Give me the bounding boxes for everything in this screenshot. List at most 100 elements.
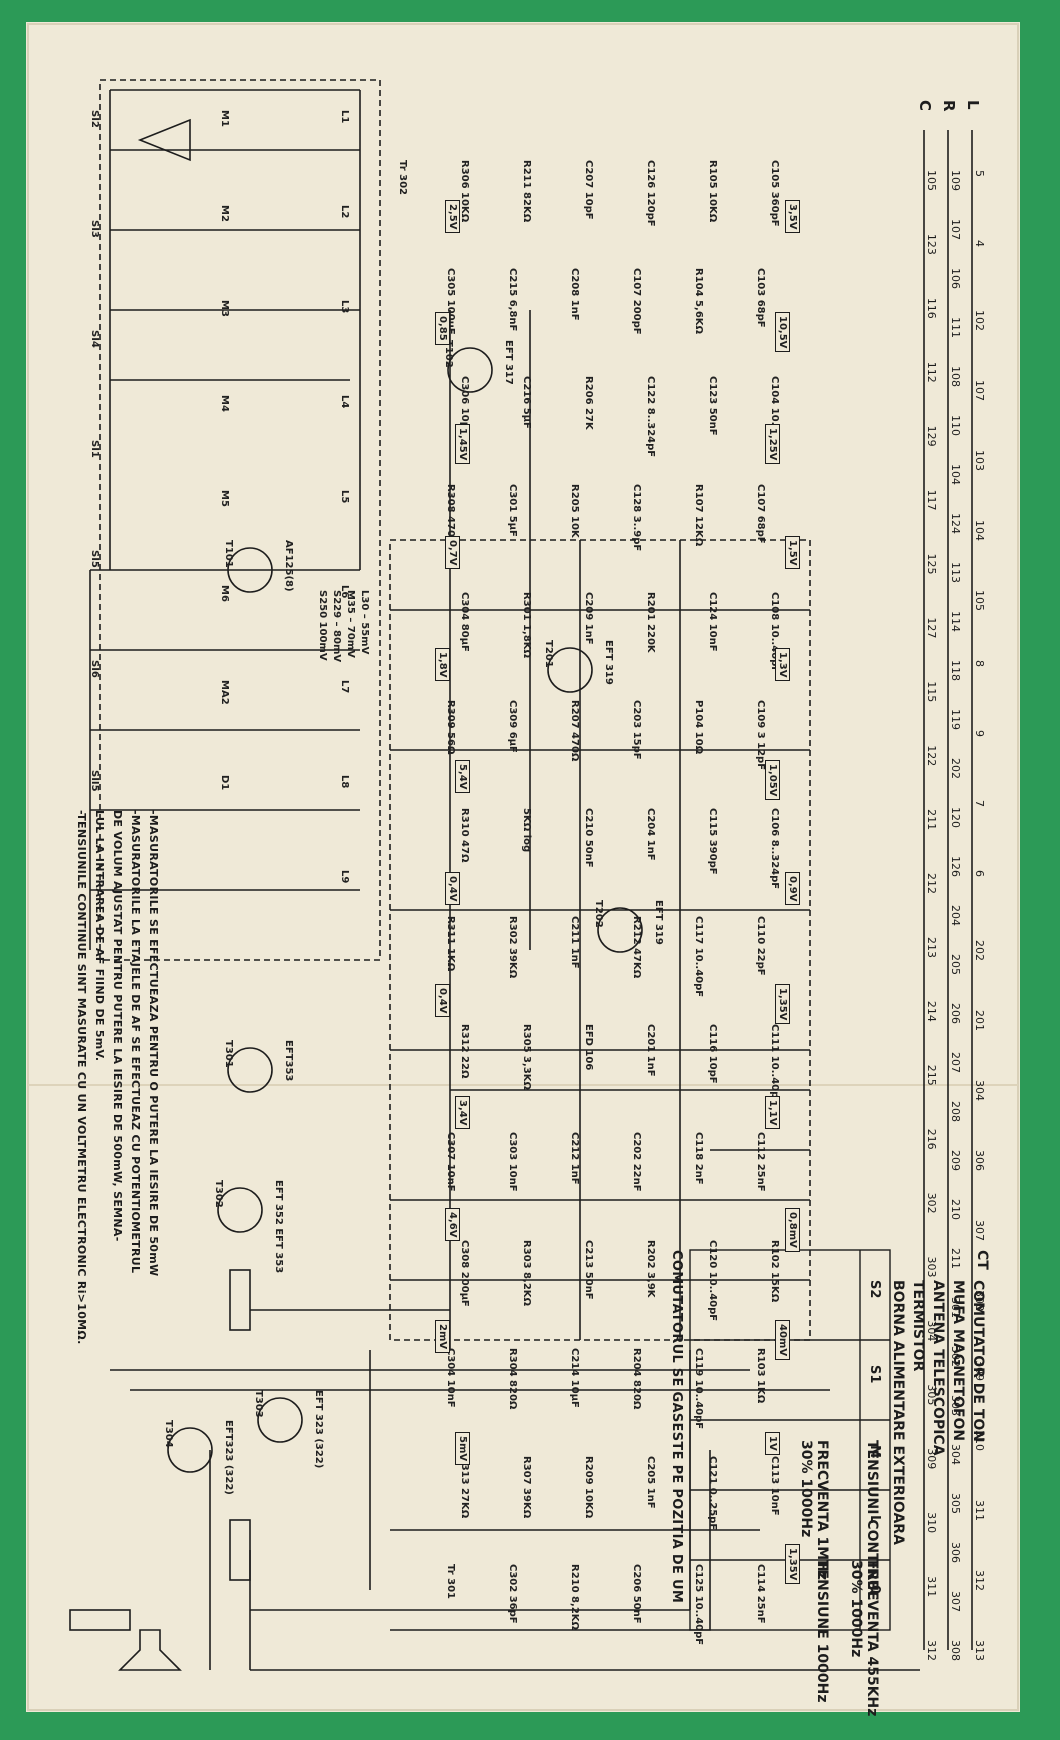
- switch-table-caption: COMUTATORUL SE GASESTE PE POZITIA DE UM: [669, 1250, 684, 1604]
- transistor-t301: [227, 1047, 273, 1093]
- component-label: C126 120pF: [645, 160, 656, 227]
- wiring: [69, 79, 973, 1671]
- rail-number: 110: [949, 415, 962, 436]
- component-label: R311 1KΩ: [445, 916, 456, 972]
- component-label: P104 10Ω: [693, 700, 704, 755]
- rail-number: 212: [925, 873, 938, 895]
- legend-af: TENSIUNE 1000Hz: [814, 1560, 830, 1703]
- component-label: C301 5µF: [507, 484, 518, 537]
- transformer-tr301: [229, 1269, 251, 1331]
- coil-label: MA2: [219, 680, 230, 705]
- component-label: R105 10KΩ: [707, 160, 718, 223]
- component-label: C124 10nF: [707, 592, 718, 652]
- rail-number: 306: [949, 1542, 962, 1563]
- rail-number: 211: [925, 809, 938, 831]
- transistor-type: AF125(8): [283, 540, 294, 592]
- rail-number: 202: [949, 758, 962, 779]
- voltage-box: 3,5V: [785, 200, 800, 234]
- rail-number: 112: [925, 361, 938, 383]
- component-label: C128 3..9pF: [631, 484, 642, 552]
- coil-label: M1: [219, 110, 230, 127]
- voltage-box: 10,5V: [775, 312, 790, 353]
- component-label: C107 68pF: [755, 484, 766, 544]
- component-label: C103 68pF: [755, 268, 766, 328]
- legend-item: TERMISTOR: [910, 1280, 926, 1372]
- component-label: C304 10nF: [445, 1348, 456, 1408]
- rail-number: 116: [925, 297, 938, 319]
- misc-label: L30 – 55mV: [359, 590, 370, 655]
- coil-label: D1: [219, 775, 230, 791]
- voltage-box: 1,5V: [785, 536, 800, 570]
- rail-number: 207: [949, 1052, 962, 1073]
- rail-number: 311: [973, 1500, 986, 1521]
- component-label: R107 12KΩ: [693, 484, 704, 547]
- component-label: R212 47KΩ: [631, 916, 642, 979]
- rail-number: 202: [973, 940, 986, 961]
- component-label: C107 200pF: [631, 268, 642, 335]
- switch-label: SI6: [89, 660, 100, 678]
- component-label: C206 50nF: [631, 1564, 642, 1624]
- legend-if455b: 30% 1000Hz: [848, 1560, 864, 1658]
- component-label: C215 6,8nF: [507, 268, 518, 332]
- component-label: C204 1nF: [645, 808, 656, 861]
- voltage-box: 1,25V: [765, 424, 780, 465]
- component-label: C105 360pF: [769, 160, 780, 227]
- rail-number: 105: [925, 170, 938, 191]
- rail-number: 9: [973, 730, 986, 737]
- rail-number: 103: [973, 450, 986, 471]
- component-label: R302 39KΩ: [507, 916, 518, 979]
- component-label: C111 10..40pF: [769, 1024, 780, 1106]
- coil-label: M5: [219, 490, 230, 507]
- switch-label: SI3: [89, 220, 100, 238]
- rail-number: 105: [973, 590, 986, 611]
- rail-number: 312: [925, 1640, 938, 1661]
- switch-label: SI5: [89, 550, 100, 568]
- rail-label-r: R: [940, 100, 958, 112]
- coil-label: L1: [339, 110, 350, 124]
- rail-number: 107: [973, 380, 986, 401]
- rail-number: 118: [949, 660, 962, 681]
- voltage-box: 4,6V: [445, 1208, 460, 1242]
- transistor-type: EFT 323 (322): [313, 1390, 324, 1469]
- switch-label: SI1: [89, 440, 100, 458]
- note-line: -MASURATORILE SE EFECTUEAZA PENTRU O PUT…: [147, 810, 160, 1277]
- rail-number: 307: [973, 1220, 986, 1241]
- rail-number: 123: [925, 233, 938, 255]
- rail-number: 117: [925, 489, 938, 511]
- voltage-box: 1,05V: [765, 760, 780, 801]
- legend-item: COMUTATOR DE TON: [970, 1280, 986, 1443]
- voltage-box: 40mV: [775, 1320, 790, 1361]
- voltage-box: 0,85: [435, 312, 450, 345]
- component-label: R202 3,9K: [645, 1240, 656, 1298]
- component-label: Tr 302: [397, 160, 408, 196]
- component-label: C208 1nF: [569, 268, 580, 321]
- coil-label: L8: [339, 775, 350, 789]
- rail-number: 204: [949, 905, 962, 926]
- voltage-box: 2mV: [435, 1320, 450, 1354]
- transistor-ref: T301: [223, 1040, 234, 1068]
- switch-label: SII5: [89, 770, 100, 792]
- component-label: R301 1,8KΩ: [521, 592, 532, 659]
- voltage-box: 1,35V: [775, 984, 790, 1025]
- component-label: C120 10..40pF: [707, 1240, 718, 1322]
- rail-number: 213: [925, 936, 938, 958]
- coil-label: M3: [219, 300, 230, 317]
- component-label: EFD 106: [583, 1024, 594, 1071]
- misc-label: S250 100mV: [317, 590, 328, 661]
- rail-number: 313: [973, 1640, 986, 1661]
- transformer-tr302: [229, 1519, 251, 1581]
- voltage-box: 3,4V: [455, 1096, 470, 1130]
- battery: [69, 1609, 131, 1631]
- rail-number: 122: [925, 745, 938, 767]
- coil-label: L4: [339, 395, 350, 409]
- rail-label-l: L: [964, 100, 982, 110]
- component-label: R304 820Ω: [507, 1348, 518, 1410]
- rail-number: 205: [949, 954, 962, 975]
- transistor-t303: [257, 1397, 303, 1443]
- rail-number: 119: [949, 709, 962, 730]
- rail-number: 303: [925, 1256, 938, 1278]
- rail-number: 311: [925, 1576, 938, 1598]
- rail-number: 6: [973, 870, 986, 877]
